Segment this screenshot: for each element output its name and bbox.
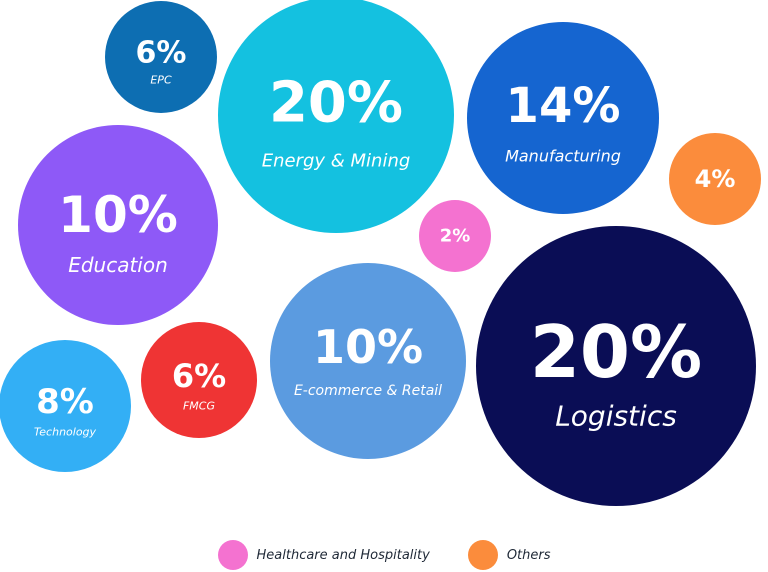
legend: Healthcare and Hospitality Others — [0, 538, 768, 572]
bubble-label-manufacturing: Manufacturing — [505, 147, 621, 166]
bubble-label-ecommerce-retail: E-commerce & Retail — [294, 383, 442, 399]
bubble-energy-mining — [218, 0, 454, 233]
bubble-value-epc: 6% — [136, 36, 187, 71]
bubble-value-ecommerce-retail: 10% — [313, 320, 423, 374]
bubble-epc — [105, 1, 217, 113]
bubble-logistics — [476, 226, 756, 506]
bubble-value-manufacturing: 14% — [506, 78, 621, 134]
legend-item-others: Others — [467, 540, 551, 570]
bubble-ecommerce-retail — [270, 263, 466, 459]
bubble-manufacturing — [467, 22, 659, 214]
bubble-education — [18, 125, 218, 325]
bubble-value-energy-mining: 20% — [269, 71, 403, 136]
bubble-value-fmcg: 6% — [172, 357, 226, 395]
bubble-label-energy-mining: Energy & Mining — [262, 151, 411, 172]
bubble-value-healthcare: 2% — [440, 226, 471, 247]
bubble-label-education: Education — [68, 253, 168, 277]
bubble-group: 6% EPC 20% Energy & Mining 14% Manufacturing 4… — [0, 0, 761, 506]
bubble-label-fmcg: FMCG — [183, 400, 215, 413]
legend-swatch-others — [467, 540, 498, 570]
legend-label-healthcare: Healthcare and Hospitality — [256, 547, 430, 563]
bubble-fmcg — [141, 322, 257, 438]
legend-swatch-healthcare — [217, 540, 248, 570]
bubble-value-technology: 8% — [36, 382, 94, 422]
bubble-label-epc: EPC — [150, 74, 172, 87]
bubble-label-logistics: Logistics — [555, 400, 677, 433]
bubble-technology — [0, 340, 131, 472]
bubble-value-education: 10% — [58, 186, 178, 244]
bubble-value-others: 4% — [695, 165, 736, 193]
bubble-label-technology: Technology — [34, 426, 97, 439]
bubble-value-logistics: 20% — [530, 310, 702, 394]
legend-item-healthcare: Healthcare and Hospitality — [217, 540, 430, 570]
bubble-others — [669, 133, 761, 225]
bubble-healthcare — [419, 200, 491, 272]
legend-label-others: Others — [506, 547, 551, 563]
